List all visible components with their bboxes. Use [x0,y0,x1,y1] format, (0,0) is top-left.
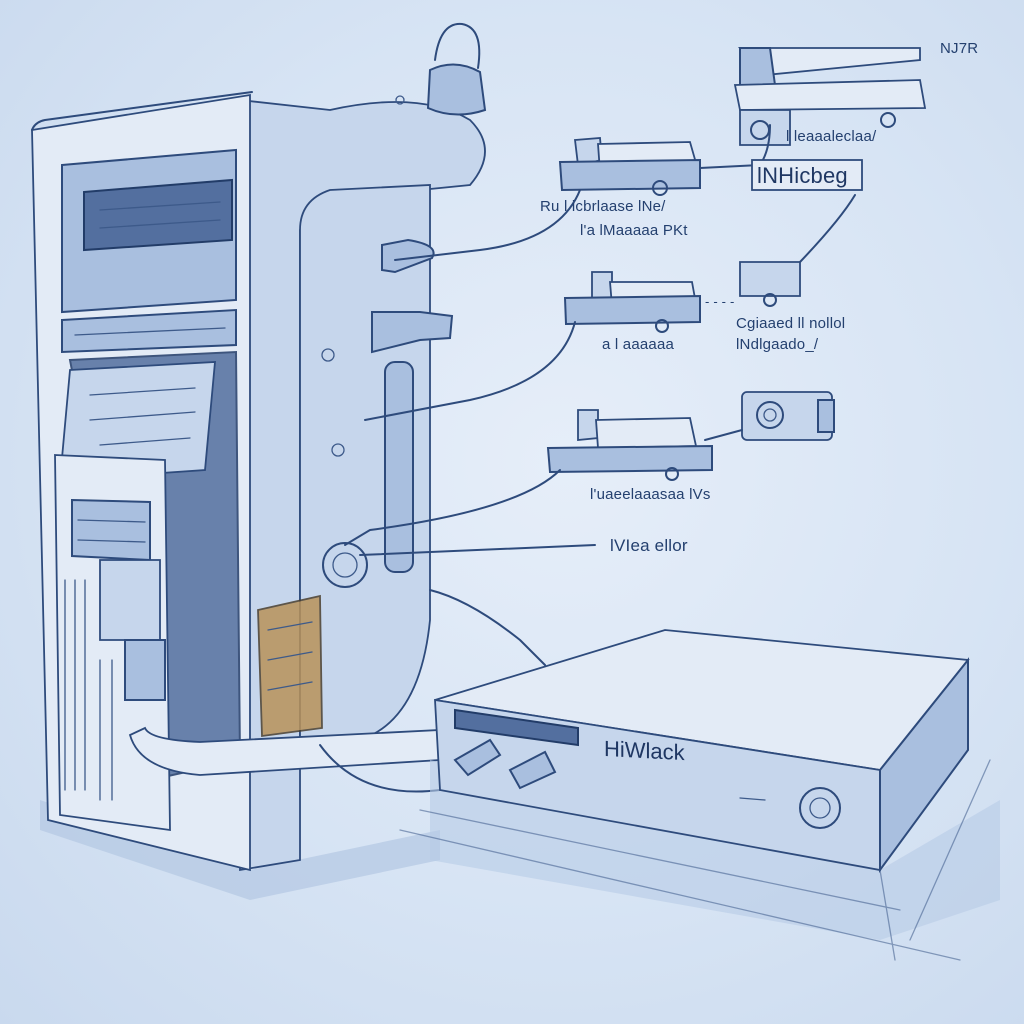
connector-lower [546,391,835,481]
left-callout-label-2: l'a lMaaaaa PKt [580,222,688,239]
middle-connector-tag: - - - - [705,294,735,309]
cable-leaders [344,189,596,666]
middle-left-label: a l aaaaaa [602,336,675,353]
bottom-callout-label: lVIea ellor [610,536,688,555]
middle-right-label-2: lNdlgaado_/ [736,336,819,353]
top-callout-label: l leaaaleclaa/ [786,128,877,145]
boxed-callout-label: lNHicbeg [757,163,848,188]
connector-upper [558,124,863,196]
middle-right-label-1: Cgiaaed ll nollol [736,315,846,332]
device-brand-label: HiWlack [604,735,685,766]
computer-tower [31,22,487,900]
left-callout-label-1: Ru l icbrlaase lNe/ [540,198,666,215]
lower-callout-label: l'uaeelaaasaa lVs [590,486,711,503]
recorder-device [430,629,1000,940]
connector-middle [563,194,856,333]
guide-lines [399,759,991,961]
connector-top [733,47,927,146]
corner-label: NJ7R [940,40,979,57]
